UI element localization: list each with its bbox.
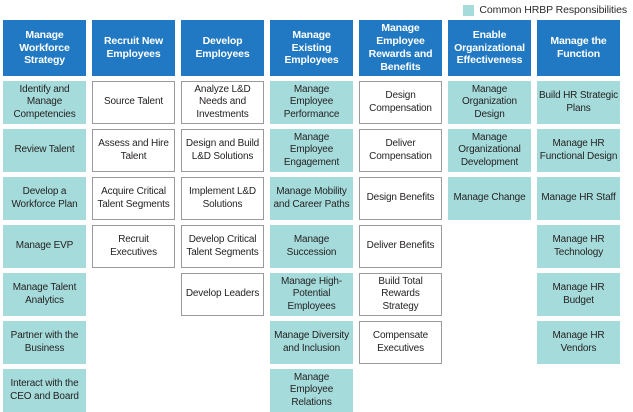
matrix-cell[interactable]: Design Compensation: [359, 81, 442, 124]
column-header[interactable]: Manage Existing Employees: [270, 20, 353, 76]
matrix-cell[interactable]: Interact with the CEO and Board: [3, 369, 86, 412]
matrix-cell-empty: [359, 369, 442, 412]
matrix-cell[interactable]: Manage Employee Engagement: [270, 129, 353, 172]
column-header[interactable]: Enable Organizational Effectiveness: [448, 20, 531, 76]
matrix-cell-empty: [181, 369, 264, 412]
matrix-cell[interactable]: Assess and Hire Talent: [92, 129, 175, 172]
matrix-cell[interactable]: Manage HR Staff: [537, 177, 620, 220]
matrix-cell[interactable]: Manage Employee Relations: [270, 369, 353, 412]
column-header[interactable]: Manage Workforce Strategy: [3, 20, 86, 76]
matrix-cell-empty: [92, 273, 175, 316]
column-header[interactable]: Manage Employee Rewards and Benefits: [359, 20, 442, 76]
matrix-cell-empty: [181, 321, 264, 364]
column-header[interactable]: Recruit New Employees: [92, 20, 175, 76]
matrix-cell[interactable]: Manage Talent Analytics: [3, 273, 86, 316]
legend-swatch-icon: [463, 4, 475, 16]
legend: Common HRBP Responsibilities: [463, 3, 627, 17]
matrix-cell-empty: [92, 321, 175, 364]
matrix-cell-empty: [537, 369, 620, 412]
column-header[interactable]: Manage the Function: [537, 20, 620, 76]
matrix-cell[interactable]: Manage HR Functional Design: [537, 129, 620, 172]
matrix-cell-empty: [448, 225, 531, 268]
matrix-cell[interactable]: Source Talent: [92, 81, 175, 124]
matrix-cell[interactable]: Identify and Manage Competencies: [3, 81, 86, 124]
matrix-cell[interactable]: Manage Mobility and Career Paths: [270, 177, 353, 220]
column-header[interactable]: Develop Employees: [181, 20, 264, 76]
matrix-cell[interactable]: Deliver Compensation: [359, 129, 442, 172]
matrix-cell[interactable]: Manage EVP: [3, 225, 86, 268]
matrix-cell[interactable]: Design and Build L&D Solutions: [181, 129, 264, 172]
matrix-cell-empty: [448, 273, 531, 316]
matrix-cell[interactable]: Build Total Rewards Strategy: [359, 273, 442, 316]
matrix-cell[interactable]: Manage Diversity and Inclusion: [270, 321, 353, 364]
matrix-cell[interactable]: Implement L&D Solutions: [181, 177, 264, 220]
matrix-cell[interactable]: Manage Organization Design: [448, 81, 531, 124]
matrix-cell[interactable]: Manage Organizational Development: [448, 129, 531, 172]
matrix-cell-empty: [448, 369, 531, 412]
matrix-cell[interactable]: Design Benefits: [359, 177, 442, 220]
matrix-cell[interactable]: Deliver Benefits: [359, 225, 442, 268]
matrix-cell[interactable]: Manage Change: [448, 177, 531, 220]
legend-label: Common HRBP Responsibilities: [479, 4, 627, 16]
matrix-cell[interactable]: Review Talent: [3, 129, 86, 172]
matrix-cell[interactable]: Manage HR Vendors: [537, 321, 620, 364]
matrix-cell[interactable]: Recruit Executives: [92, 225, 175, 268]
matrix-cell[interactable]: Manage HR Budget: [537, 273, 620, 316]
matrix-cell[interactable]: Develop a Workforce Plan: [3, 177, 86, 220]
matrix-cell[interactable]: Develop Leaders: [181, 273, 264, 316]
matrix-cell[interactable]: Manage Employee Performance: [270, 81, 353, 124]
matrix-cell-empty: [448, 321, 531, 364]
matrix-cell[interactable]: Partner with the Business: [3, 321, 86, 364]
matrix-cell[interactable]: Build HR Strategic Plans: [537, 81, 620, 124]
matrix-cell[interactable]: Develop Critical Talent Segments: [181, 225, 264, 268]
matrix-cell[interactable]: Compensate Executives: [359, 321, 442, 364]
matrix-cell[interactable]: Manage HR Technology: [537, 225, 620, 268]
matrix-cell[interactable]: Analyze L&D Needs and Investments: [181, 81, 264, 124]
matrix-cell[interactable]: Acquire Critical Talent Segments: [92, 177, 175, 220]
matrix-cell[interactable]: Manage High-Potential Employees: [270, 273, 353, 316]
matrix-cell-empty: [92, 369, 175, 412]
matrix-cell[interactable]: Manage Succession: [270, 225, 353, 268]
